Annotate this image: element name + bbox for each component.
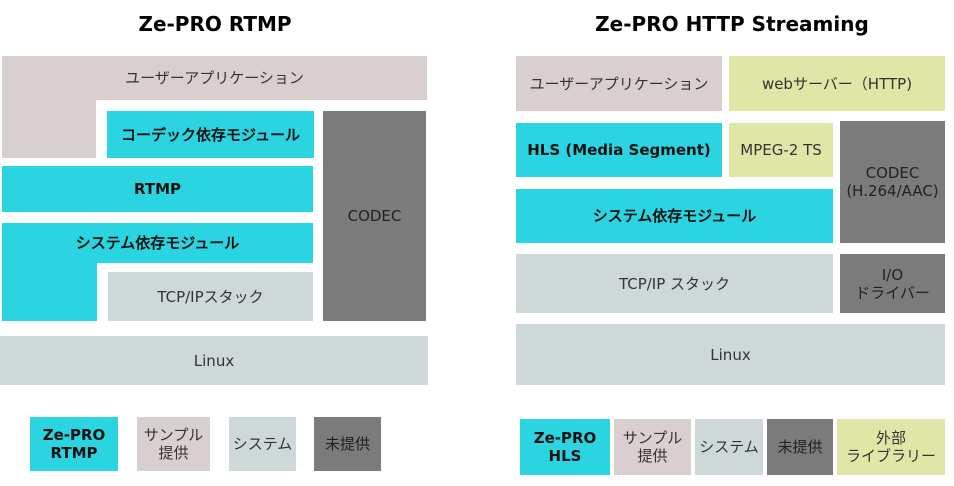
right-linux-block: Linux: [516, 324, 945, 385]
legend-line: 提供: [158, 444, 189, 462]
left-diagram-title: Ze-PRO RTMP: [138, 12, 292, 36]
left-legend-not-provided: 未提供: [314, 417, 381, 471]
right-mpeg2-ts: MPEG-2 TS: [729, 123, 833, 177]
left-legend-system: システム: [229, 417, 296, 471]
right-legend-sample: サンプル 提供: [614, 419, 691, 475]
left-system-dependent-column: [2, 263, 97, 321]
legend-line: サンプル: [143, 426, 204, 444]
legend-line: Ze-PRO: [42, 426, 106, 444]
legend-line: 提供: [637, 447, 668, 465]
codec-line: (H.264/AAC): [846, 182, 939, 200]
legend-line: HLS: [548, 447, 582, 465]
legend-line: 外部: [875, 429, 906, 447]
legend-line: ライブラリー: [845, 447, 936, 465]
legend-line: サンプル: [622, 429, 683, 447]
right-legend-system: システム: [695, 419, 763, 475]
legend-line: RTMP: [50, 444, 98, 462]
io-line: ドライバー: [855, 283, 930, 302]
legend-line: Ze-PRO: [533, 429, 597, 447]
right-system-dependent-module: システム依存モジュール: [516, 189, 833, 243]
right-legend-external-library: 外部 ライブラリー: [837, 419, 945, 475]
left-codec-block: CODEC: [323, 111, 426, 321]
left-user-app-label: ユーザーアプリケーション: [125, 69, 304, 87]
left-user-app-column: [2, 100, 96, 158]
right-diagram-title: Ze-PRO HTTP Streaming: [595, 12, 869, 36]
right-legend-ze-pro: Ze-PRO HLS: [520, 419, 610, 475]
right-io-driver: I/O ドライバー: [840, 254, 945, 313]
right-user-app: ユーザーアプリケーション: [516, 56, 722, 111]
right-hls-media-segment: HLS (Media Segment): [516, 123, 722, 177]
right-tcpip-stack: TCP/IP スタック: [516, 254, 833, 313]
io-line: I/O: [881, 265, 904, 284]
left-codec-dependent-module: コーデック依存モジュール: [107, 111, 314, 158]
left-legend-ze-pro: Ze-PRO RTMP: [30, 417, 118, 471]
left-system-dependent-label: システム依存モジュール: [75, 234, 240, 252]
left-linux-block: Linux: [0, 336, 428, 385]
left-tcpip-stack: TCP/IPスタック: [108, 272, 313, 321]
codec-line: CODEC: [865, 164, 920, 182]
left-rtmp-block: RTMP: [2, 166, 313, 212]
right-codec-block: CODEC (H.264/AAC): [840, 121, 945, 243]
left-system-dependent-bar: [2, 223, 313, 263]
left-user-app-bar: [2, 56, 427, 100]
right-web-server: webサーバー（HTTP): [729, 56, 945, 111]
left-legend-sample: サンプル 提供: [137, 417, 210, 471]
right-legend-not-provided: 未提供: [767, 419, 833, 475]
